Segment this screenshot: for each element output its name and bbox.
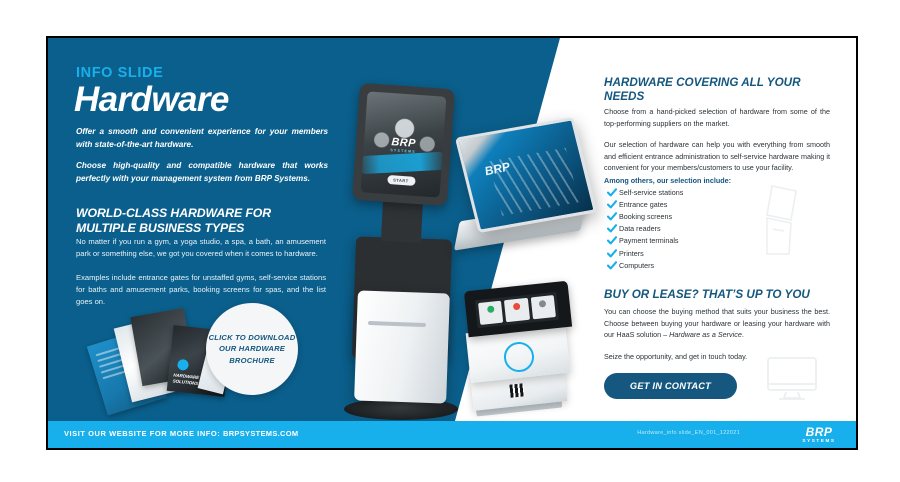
checklist-item-label: Booking screens <box>619 211 673 221</box>
check-icon <box>604 187 619 197</box>
checklist-item: Payment terminals <box>604 235 804 247</box>
checklist-item: Entrance gates <box>604 198 804 210</box>
right-section-heading-2: BUY OR LEASE? THAT’S UP TO YOU <box>604 288 810 301</box>
selection-list-intro: Among others, our selection include: <box>604 176 731 185</box>
reader-barcode-icon <box>509 383 525 398</box>
kiosk-body-white <box>354 290 450 404</box>
right-body-text-1: Choose from a hand-picked selection of h… <box>604 106 830 184</box>
monitor-watermark-icon <box>766 356 818 407</box>
lead-paragraph-2: Choose high-quality and compatible hardw… <box>76 161 328 184</box>
check-icon <box>604 212 619 221</box>
right-body-text-2: You can choose the buying method that su… <box>604 306 830 372</box>
checklist-item: Booking screens <box>604 210 804 222</box>
download-brochure-label: CLICK TO DOWNLOAD OUR HARDWARE BROCHURE <box>208 332 296 365</box>
slide-footer: VISIT OUR WEBSITE FOR MORE INFO: BRPSYST… <box>48 421 856 448</box>
kiosk-display-bezel: BRP SYSTEMS START <box>352 82 455 207</box>
brp-logo-main: BRP <box>805 425 833 439</box>
reader-tile-info <box>530 295 556 320</box>
left-paragraph-2: Examples include entrance gates for unst… <box>76 272 326 307</box>
footer-website-prefix: VISIT OUR WEBSITE FOR MORE INFO: <box>64 429 223 438</box>
lead-paragraphs: Offer a smooth and convenient experience… <box>76 126 328 195</box>
download-brochure-badge[interactable]: CLICK TO DOWNLOAD OUR HARDWARE BROCHURE <box>206 303 298 395</box>
haas-emphasis: Hardware as a Service <box>669 330 742 340</box>
brochure-logo-dot <box>176 358 190 371</box>
page-title: Hardware <box>74 80 229 119</box>
checklist-item-label: Computers <box>619 260 655 270</box>
brp-logo-sub: SYSTEMS <box>802 438 836 443</box>
monitor-screen: BRP <box>454 117 598 233</box>
document-code: Hardware_info slide_EN_001_122021 <box>637 430 740 436</box>
checklist-item-label: Data readers <box>619 224 661 234</box>
kiosk-base <box>344 398 458 420</box>
eyebrow-label: INFO SLIDE <box>76 65 164 81</box>
brp-systems-logo: BRP SYSTEMS <box>796 426 842 444</box>
check-icon <box>604 236 619 245</box>
reader-tile-ok <box>478 300 504 325</box>
left-body-text: No matter if you run a gym, a yoga studi… <box>76 236 326 319</box>
lead-paragraph-1: Offer a smooth and convenient experience… <box>76 127 328 149</box>
right-paragraph-3: You can choose the buying method that su… <box>604 306 830 341</box>
footer-website[interactable]: VISIT OUR WEBSITE FOR MORE INFO: BRPSYST… <box>64 429 298 438</box>
get-in-contact-button[interactable]: GET IN CONTACT <box>604 373 737 399</box>
footer-website-url: BRPSYSTEMS.COM <box>222 429 299 438</box>
right-paragraph-3-end: . <box>741 330 744 340</box>
left-section-heading: WORLD-CLASS HARDWARE FOR MULTIPLE BUSINE… <box>76 206 272 236</box>
checklist-item: Data readers <box>604 223 804 235</box>
right-paragraph-1: Choose from a hand-picked selection of h… <box>604 107 830 128</box>
checklist-item-label: Printers <box>619 248 644 258</box>
check-icon <box>604 248 619 258</box>
info-slide: INFO SLIDE Hardware Offer a smooth and c… <box>48 38 856 448</box>
right-section-heading-1: HARDWARE COVERING ALL YOUR NEEDS <box>604 76 801 104</box>
check-icon <box>604 260 619 270</box>
data-reader-photo <box>460 280 576 418</box>
check-icon <box>604 200 619 209</box>
checklist-item: Self-service stations <box>604 186 804 198</box>
right-paragraph-4: Seize the opportunity, and get in touch … <box>604 351 748 361</box>
kiosk-start-button: START <box>386 174 416 186</box>
right-paragraph-3-text: You can choose the buying method that su… <box>604 307 830 340</box>
monitor-photo: BRP <box>452 117 598 266</box>
kiosk-watermark-icon <box>760 184 802 263</box>
checklist-item-label: Entrance gates <box>619 199 668 209</box>
checklist-item: Printers <box>604 247 804 259</box>
checklist-item: Computers <box>604 259 804 271</box>
get-in-contact-label: GET IN CONTACT <box>629 381 712 391</box>
right-paragraph-2: Our selection of hardware can help you w… <box>604 140 830 173</box>
left-paragraph-1: No matter if you run a gym, a yoga studi… <box>76 237 326 259</box>
monitor-screen-graphic <box>488 147 580 216</box>
check-icon <box>604 224 619 233</box>
kiosk-photo: BRP SYSTEMS START <box>336 82 464 424</box>
checklist-item-label: Self-service stations <box>619 187 684 197</box>
checklist-item-label: Payment terminals <box>619 236 679 246</box>
reader-tile-deny <box>504 297 530 323</box>
kiosk-screen: BRP SYSTEMS START <box>360 91 447 198</box>
